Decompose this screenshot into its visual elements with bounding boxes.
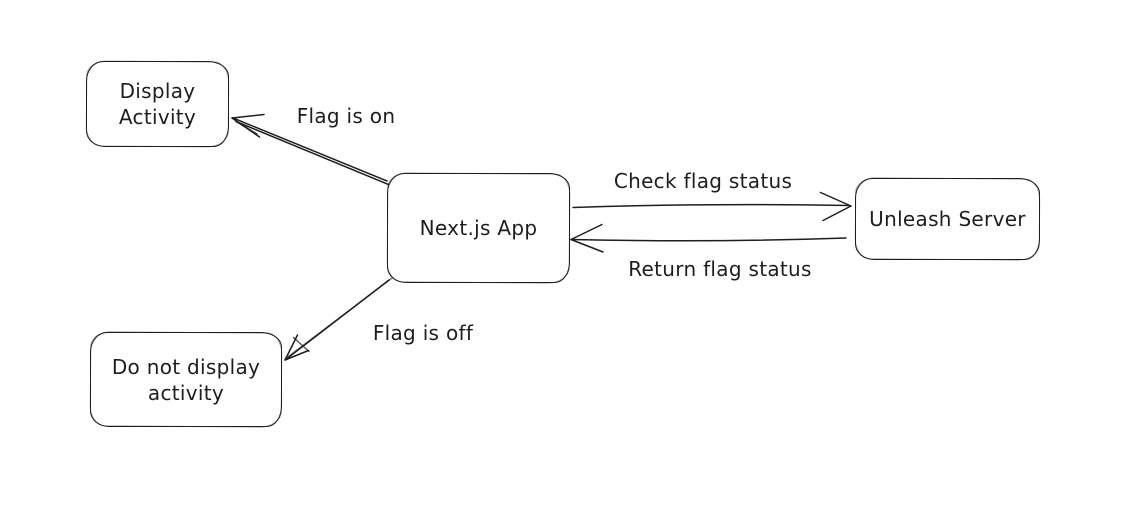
- node-display-activity[interactable]: Display Activity: [86, 61, 229, 147]
- node-do-not-display-activity-label: Do not display activity: [111, 354, 261, 405]
- arrow-flag-off[interactable]: [284, 277, 393, 361]
- arrow-return-flag-status[interactable]: [570, 223, 847, 253]
- node-do-not-display-activity[interactable]: Do not display activity: [90, 332, 282, 427]
- node-nextjs-app-label: Next.js App: [419, 216, 538, 240]
- arrow-check-flag-status[interactable]: [572, 191, 852, 222]
- node-nextjs-app[interactable]: Next.js App: [387, 173, 570, 283]
- arrow-flag-on[interactable]: [231, 113, 390, 186]
- edge-label-flag-is-on[interactable]: Flag is on: [294, 104, 398, 128]
- node-unleash-server-label: Unleash Server: [869, 207, 1026, 231]
- node-unleash-server[interactable]: Unleash Server: [855, 178, 1040, 260]
- edge-label-check-flag-status[interactable]: Check flag status: [611, 169, 795, 193]
- node-display-activity-label: Display Activity: [118, 79, 197, 129]
- edge-label-return-flag-status[interactable]: Return flag status: [626, 257, 814, 281]
- edge-label-flag-is-off[interactable]: Flag is off: [370, 321, 476, 345]
